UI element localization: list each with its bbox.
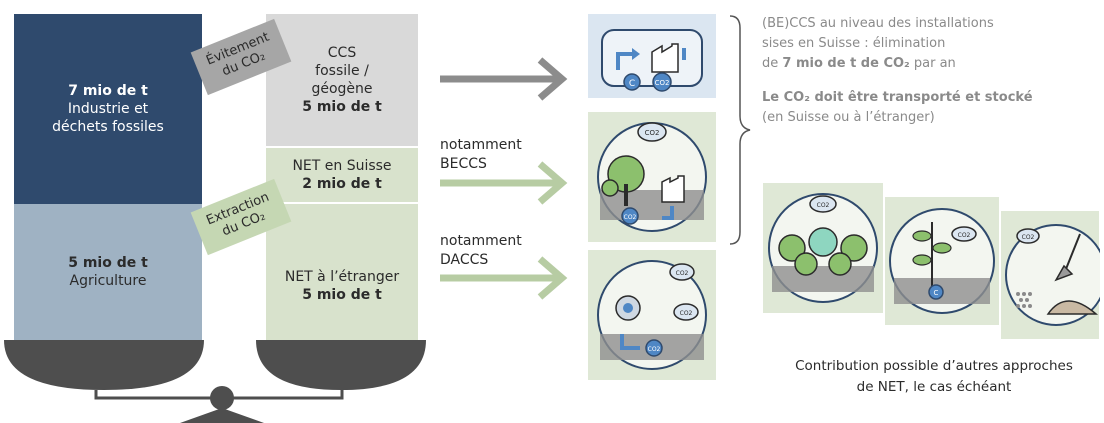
notes-line2: sises en Suisse : élimination [762,36,946,51]
daccs-icon: CO2 CO2 CO2 [588,250,716,380]
net-etranger-value: 5 mio de t [302,287,382,303]
svg-text:CO2: CO2 [648,346,661,353]
ccs-factory-icon: C CO2 [588,14,716,98]
scale-base [180,408,264,423]
left-bottom-bar: 5 mio de t Agriculture [14,204,202,340]
daccs-label-line2: DACCS [440,252,489,268]
svg-text:CO2: CO2 [624,214,637,221]
left-scale-pan [4,340,204,390]
daccs-label-line1: notamment [440,233,522,249]
left-top-line1: Industrie et [67,101,149,117]
co2-icon [652,72,672,92]
daccs-arrow-icon [440,256,568,300]
beccs-label: notamment BECCS [440,136,522,174]
svg-text:C: C [934,289,939,297]
ccs-line1: CCS [327,45,357,61]
notes-line4-bold: Le CO₂ doit être transporté et stocké [762,90,1033,105]
notes-line3: de 7 mio de t de CO₂ par an [762,54,1033,74]
svg-text:CO2: CO2 [817,202,830,209]
ccs-value: 5 mio de t [302,99,382,115]
caption: Contribution possible d’autres approches… [770,356,1098,398]
svg-text:CO2: CO2 [958,232,971,239]
ccs-line3: géogène [311,81,373,97]
notes-line3-suffix: par an [909,56,956,71]
net-etranger-bar: NET à l’étranger 5 mio de t [266,204,418,340]
caption-line1: Contribution possible d’autres approches [795,358,1073,374]
svg-text:C: C [629,79,635,89]
left-top-bar: 7 mio de t Industrie et déchets fossiles [14,14,202,204]
svg-text:CO2: CO2 [680,310,693,317]
left-bottom-line1: Agriculture [69,273,147,289]
net-suisse-value: 2 mio de t [302,176,382,192]
ccs-line2: fossile / [315,63,369,79]
left-top-value: 7 mio de t [68,83,148,99]
left-bottom-value: 5 mio de t [68,255,148,271]
c-icon [623,73,641,91]
svg-text:CO2: CO2 [655,79,670,87]
ccs-arrow-icon [440,57,568,101]
left-top-line2: déchets fossiles [52,119,164,135]
daccs-label: notamment DACCS [440,232,522,270]
notes-line5: (en Suisse ou à l’étranger) [762,110,935,125]
beccs-label-line1: notamment [440,137,522,153]
enhanced-weathering-icon: CO2 [1000,210,1100,340]
svg-text:CO2: CO2 [676,270,689,277]
ccs-bar: CCS fossile / géogène 5 mio de t [266,14,418,146]
beccs-label-line2: BECCS [440,156,487,172]
notes-line4: Le CO₂ doit être transporté et stocké [762,88,1033,108]
afforestation-icon: CO2 [762,182,884,314]
beccs-icon: CO2 CO2 [588,112,716,242]
svg-text:CO2: CO2 [1022,234,1035,241]
net-suisse-bar: NET en Suisse 2 mio de t [266,148,418,202]
right-scale-pan [256,340,426,390]
net-etranger-line1: NET à l’étranger [284,269,400,285]
scale-pivot [210,386,234,410]
svg-text:CO2: CO2 [645,129,660,137]
notes-line1: (BE)CCS au niveau des installations [762,16,994,31]
beccs-arrow-icon [440,161,568,205]
brace [729,15,751,245]
net-suisse-line1: NET en Suisse [292,158,392,174]
notes-line3-prefix: de [762,56,783,71]
caption-line2: de NET, le cas échéant [856,379,1012,395]
notes-line3-bold: 7 mio de t de CO₂ [782,56,910,71]
notes-block: (BE)CCS au niveau des installations sise… [762,14,1033,128]
balance-scale [4,340,426,423]
soil-carbon-icon: CO2 C [884,196,1000,326]
